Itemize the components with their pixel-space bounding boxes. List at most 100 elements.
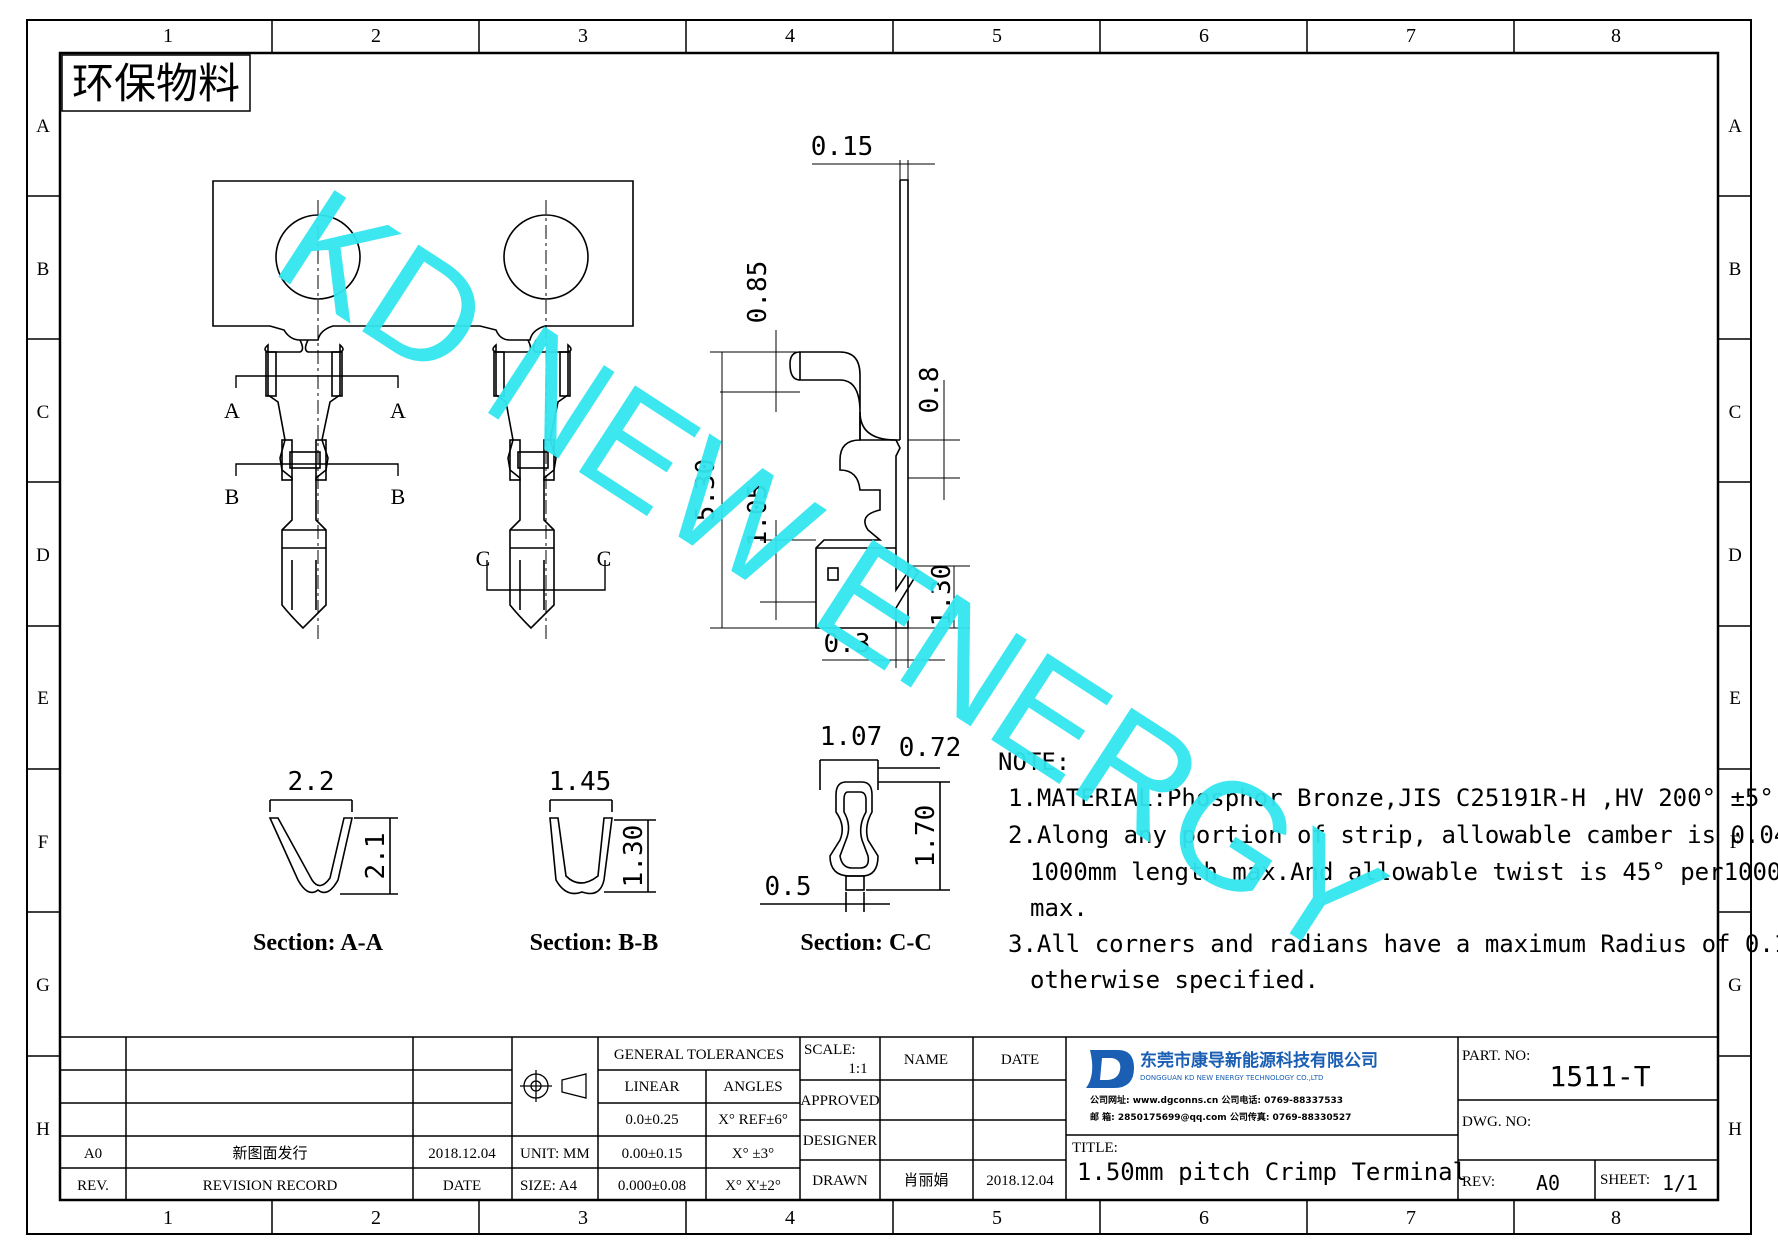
section-c-height: 1.70	[911, 805, 941, 868]
rev-header: REV.	[77, 1178, 109, 1194]
zone-col-bottom-1: 1	[163, 1207, 173, 1229]
section-mark-c-right: C	[597, 546, 612, 571]
dim-03: 0.3	[824, 629, 871, 659]
zone-col-top-4: 4	[785, 25, 795, 47]
section-c-c	[760, 759, 950, 912]
zone-col-top-8: 8	[1611, 25, 1621, 47]
zone-grid	[27, 20, 1751, 1234]
general-tolerances: GENERAL TOLERANCES	[614, 1047, 784, 1063]
terminal-top-view	[212, 180, 634, 630]
zone-col-top-7: 7	[1406, 25, 1416, 47]
dim-130: 1.30	[927, 564, 957, 627]
zone-col-bottom-5: 5	[992, 1207, 1002, 1229]
zone-col-bottom-8: 8	[1611, 1207, 1621, 1229]
angle-3: X° X'±2°	[725, 1178, 781, 1194]
designer-label: DESIGNER	[803, 1133, 877, 1149]
section-mark-b-right: B	[391, 484, 406, 509]
zone-row-right-B: B	[1729, 259, 1742, 280]
zone-col-top-6: 6	[1199, 25, 1209, 47]
scale-value: 1:1	[848, 1061, 867, 1077]
section-b-width: 1.45	[549, 767, 612, 797]
section-c-bottom: 0.5	[765, 872, 812, 902]
zone-row-left-F: F	[38, 832, 49, 853]
zone-row-left-E: E	[37, 688, 49, 709]
company-contact-2: 邮 箱: 2850175699@qq.com 公司传真: 0769-883305…	[1090, 1111, 1351, 1123]
zone-col-top-2: 2	[371, 25, 381, 47]
section-c-width2: 0.72	[899, 733, 962, 763]
terminal-side-view	[789, 179, 920, 629]
angle-1: X° REF±6°	[718, 1112, 788, 1128]
stamp-text: 环保物料	[72, 59, 240, 108]
zone-row-left-D: D	[36, 545, 50, 566]
rev-record: 新图面发行	[232, 1144, 307, 1162]
zone-col-bottom-7: 7	[1406, 1207, 1416, 1229]
drawn-name: 肖丽娟	[903, 1171, 948, 1189]
title-label: TITLE:	[1072, 1140, 1118, 1156]
dim-530: 5.30	[691, 459, 721, 522]
note-line-5: 3.All corners and radians have a maximum…	[1008, 930, 1778, 958]
part-label: PART. NO:	[1462, 1048, 1530, 1064]
side-view-dimensions	[710, 160, 970, 668]
note-line-1: 1.MATERIAL:Phosphor Bronze,JIS C25191R-H…	[1008, 784, 1774, 812]
section-b-height: 1.30	[619, 825, 649, 888]
dwg-label: DWG. NO:	[1462, 1114, 1531, 1130]
zone-row-left-H: H	[36, 1119, 50, 1140]
zone-col-bottom-3: 3	[578, 1207, 588, 1229]
approved-label: APPROVED	[800, 1093, 879, 1109]
part-number: 1511-T	[1549, 1060, 1650, 1093]
company-name-cn: 东莞市康导新能源科技有限公司	[1140, 1050, 1378, 1071]
zone-row-right-C: C	[1729, 402, 1742, 423]
notes: NOTE: 1.MATERIAL:Phosphor Bronze,JIS C25…	[998, 748, 1778, 994]
date-header: DATE	[443, 1178, 481, 1194]
rev-value: A0	[84, 1146, 102, 1162]
section-b-b	[549, 799, 656, 895]
note-line-6: otherwise specified.	[1030, 966, 1319, 994]
section-cut-lines	[235, 375, 606, 591]
linear-header: LINEAR	[625, 1079, 680, 1095]
record-header: REVISION RECORD	[203, 1178, 338, 1194]
sheet-label: SHEET:	[1600, 1172, 1650, 1188]
title-block-text: A0 新图面发行 2018.12.04 REV. REVISION RECORD…	[77, 1042, 1650, 1194]
dim-thickness: 0.15	[811, 132, 874, 162]
side-view-dimension-labels: 0.15 0.85 0.8 5.30 1.05 1.30 0.3	[691, 132, 957, 659]
drawn-date: 2018.12.04	[986, 1173, 1054, 1189]
name-header: NAME	[904, 1052, 948, 1068]
zone-row-left-A: A	[36, 116, 50, 137]
linear-3: 0.000±0.08	[618, 1178, 686, 1194]
dim-105: 1.05	[743, 484, 773, 547]
projection-symbol	[520, 1070, 587, 1102]
zone-row-left-C: C	[37, 402, 50, 423]
zone-row-right-A: A	[1728, 116, 1742, 137]
sheet-value: 1/1	[1662, 1171, 1698, 1195]
rev-value-2: A0	[1536, 1171, 1560, 1195]
company-logo	[1086, 1050, 1134, 1088]
unit: UNIT: MM	[520, 1146, 590, 1162]
date-header-2: DATE	[1001, 1052, 1039, 1068]
angles-header: ANGLES	[723, 1079, 782, 1095]
company-name-en: DONGGUAN KD NEW ENERGY TECHNOLOGY CO.,LT…	[1140, 1074, 1323, 1082]
note-line-2: 2.Along any portion of strip, allowable …	[1008, 821, 1778, 849]
section-mark-labels: A A B B C C	[224, 398, 611, 571]
zone-row-right-G: G	[1728, 975, 1742, 996]
angle-2: X° ±3°	[732, 1146, 774, 1162]
zone-row-right-H: H	[1728, 1119, 1742, 1140]
section-a-label: Section: A-A	[253, 930, 384, 956]
section-mark-a-right: A	[390, 398, 406, 423]
section-b-label: Section: B-B	[530, 930, 659, 956]
zone-col-top-1: 1	[163, 25, 173, 47]
zone-row-left-B: B	[37, 259, 50, 280]
linear-1: 0.0±0.25	[625, 1112, 678, 1128]
section-mark-a-left: A	[224, 398, 240, 423]
zone-col-bottom-6: 6	[1199, 1207, 1209, 1229]
linear-2: 0.00±0.15	[622, 1146, 683, 1162]
title-block-grid	[59, 1036, 1719, 1201]
section-c-width: 1.07	[820, 722, 883, 752]
company-contact-1: 公司网址: www.dgconns.cn 公司电话: 0769-88337533	[1090, 1094, 1343, 1106]
rev-label: REV:	[1462, 1174, 1495, 1190]
zone-col-bottom-2: 2	[371, 1207, 381, 1229]
zone-row-left-G: G	[36, 975, 50, 996]
zone-row-right-F: F	[1730, 832, 1741, 853]
zone-col-top-5: 5	[992, 25, 1002, 47]
